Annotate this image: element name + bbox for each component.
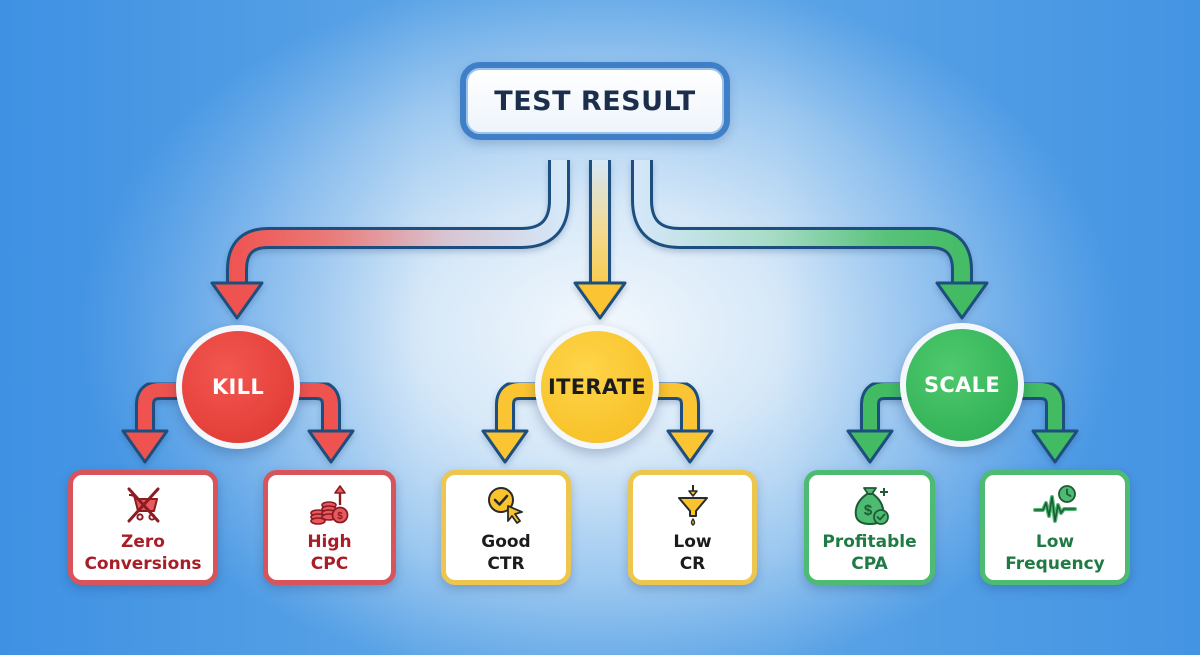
root-node-test-result: TEST RESULT (460, 62, 730, 140)
coins-rising-icon: $ (309, 485, 348, 525)
cart-crossed-icon (127, 487, 160, 523)
svg-text:$: $ (863, 502, 872, 519)
leaf-good-ctr: Good CTR (441, 470, 571, 585)
money-bag-check-icon: $ (854, 487, 889, 525)
leaf-label: Low CR (673, 532, 712, 574)
branch-scale: SCALE (900, 323, 1024, 447)
check-click-icon (488, 487, 523, 524)
iterate-sub-arrows (481, 380, 714, 464)
arrow-to-kill (210, 160, 570, 320)
arrow-to-iterate (573, 160, 627, 320)
arrow-to-scale (631, 160, 989, 320)
branch-kill-label: KILL (211, 375, 265, 399)
scale-sub-arrows (846, 380, 1079, 464)
leaf-high-cpc: $ High CPC (263, 470, 396, 585)
svg-text:$: $ (337, 511, 343, 522)
leaf-zero-conversions: Zero Conversions (68, 470, 218, 585)
branch-scale-label: SCALE (923, 373, 1000, 397)
leaf-label: Good CTR (481, 532, 531, 574)
funnel-drop-icon (677, 485, 708, 526)
leaf-low-cr: Low CR (628, 470, 757, 585)
branch-iterate: ITERATE (535, 325, 659, 449)
leaf-label: High CPC (307, 532, 352, 574)
leaf-label: Low Frequency (1005, 532, 1105, 574)
root-label: TEST RESULT (494, 85, 696, 117)
leaf-profitable-cpa: $ Profitable CPA (804, 470, 935, 585)
branch-kill: KILL (176, 325, 300, 449)
leaf-low-frequency: Low Frequency (980, 470, 1130, 585)
leaf-label: Zero Conversions (84, 532, 202, 574)
kill-sub-arrows (121, 380, 355, 464)
pulse-clock-icon (1033, 485, 1077, 523)
leaf-label: Profitable CPA (822, 532, 917, 574)
branch-iterate-label: ITERATE (547, 375, 647, 399)
